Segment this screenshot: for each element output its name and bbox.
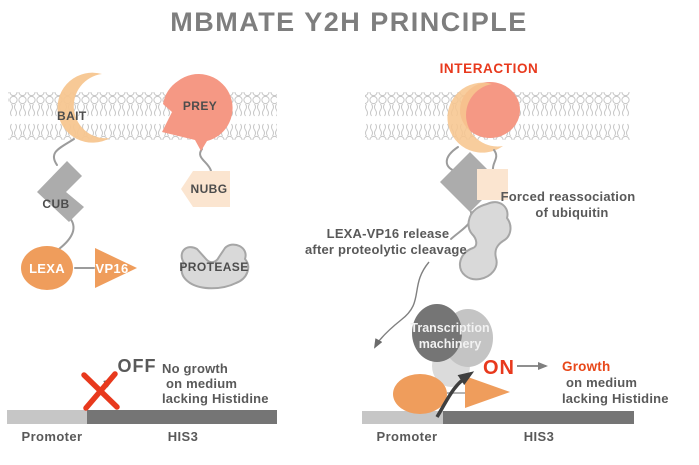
no-growth-line2: on medium — [166, 376, 237, 391]
machinery-blob-dark — [412, 304, 462, 362]
promoter-label-right: Promoter — [377, 429, 438, 444]
activation-arrow — [435, 371, 475, 418]
promoter-bar-left — [7, 410, 87, 424]
promoter-bar-right — [362, 411, 443, 424]
protease-shape-right — [458, 201, 512, 281]
his3-bar-right — [443, 411, 634, 424]
vp16-shape — [95, 248, 137, 288]
machinery-label-line2: machinery — [419, 337, 482, 351]
growth-line2: on medium — [566, 375, 637, 390]
no-growth-line1: No growth — [162, 361, 228, 376]
nubg-label: NUBG — [191, 182, 228, 196]
promoter-label-left: Promoter — [22, 429, 83, 444]
no-growth-line3: lacking Histidine — [162, 391, 269, 406]
his3-label-right: HIS3 — [524, 429, 555, 444]
protease-label: PROTEASE — [179, 260, 248, 274]
vp16-label: VP16 — [95, 261, 128, 276]
bait-label: BAIT — [57, 109, 87, 123]
growth-line3: lacking Histidine — [562, 391, 669, 406]
membrane-left — [8, 92, 277, 140]
lexa-label: LEXA — [29, 261, 65, 276]
release-line2: after proteolytic cleavage — [305, 242, 467, 257]
forced-reassociation-line1: Forced reassociation — [501, 189, 636, 204]
forced-reassociation-line2: of ubiquitin — [535, 205, 608, 220]
lexa-shape-right — [393, 374, 447, 414]
his3-label-left: HIS3 — [168, 429, 199, 444]
prey-shape — [162, 74, 233, 151]
release-arrow — [374, 261, 430, 349]
lexa-shape — [21, 246, 73, 290]
cub-label: CUB — [42, 197, 69, 211]
nubg-shape-right — [477, 169, 508, 200]
prey-shape-interacting — [460, 82, 520, 138]
growth-line1: Growth — [562, 359, 610, 374]
prey-label: PREY — [183, 99, 217, 113]
red-x-icon — [81, 371, 120, 411]
protease-shape — [180, 243, 250, 290]
on-label: ON — [483, 357, 515, 379]
linker-prey-nubg-right — [491, 149, 498, 171]
bait-shape-interacting — [447, 82, 503, 153]
interaction-label: INTERACTION — [440, 61, 539, 76]
linker-bait-cub — [52, 138, 75, 166]
cub-shape — [37, 161, 84, 222]
machinery-label-line1: Transcription — [410, 321, 489, 335]
page-title: MBMATE Y2H PRINCIPLE — [170, 7, 528, 37]
release-line1: LEXA-VP16 release — [327, 226, 450, 241]
linker-prey-nubg — [199, 148, 212, 172]
vp16-shape-right — [465, 376, 510, 408]
off-label: OFF — [118, 356, 157, 376]
linker-cub-lexa — [58, 216, 75, 250]
his3-bar-left — [87, 410, 277, 424]
bait-shape — [57, 72, 110, 143]
nubg-shape — [181, 171, 230, 207]
